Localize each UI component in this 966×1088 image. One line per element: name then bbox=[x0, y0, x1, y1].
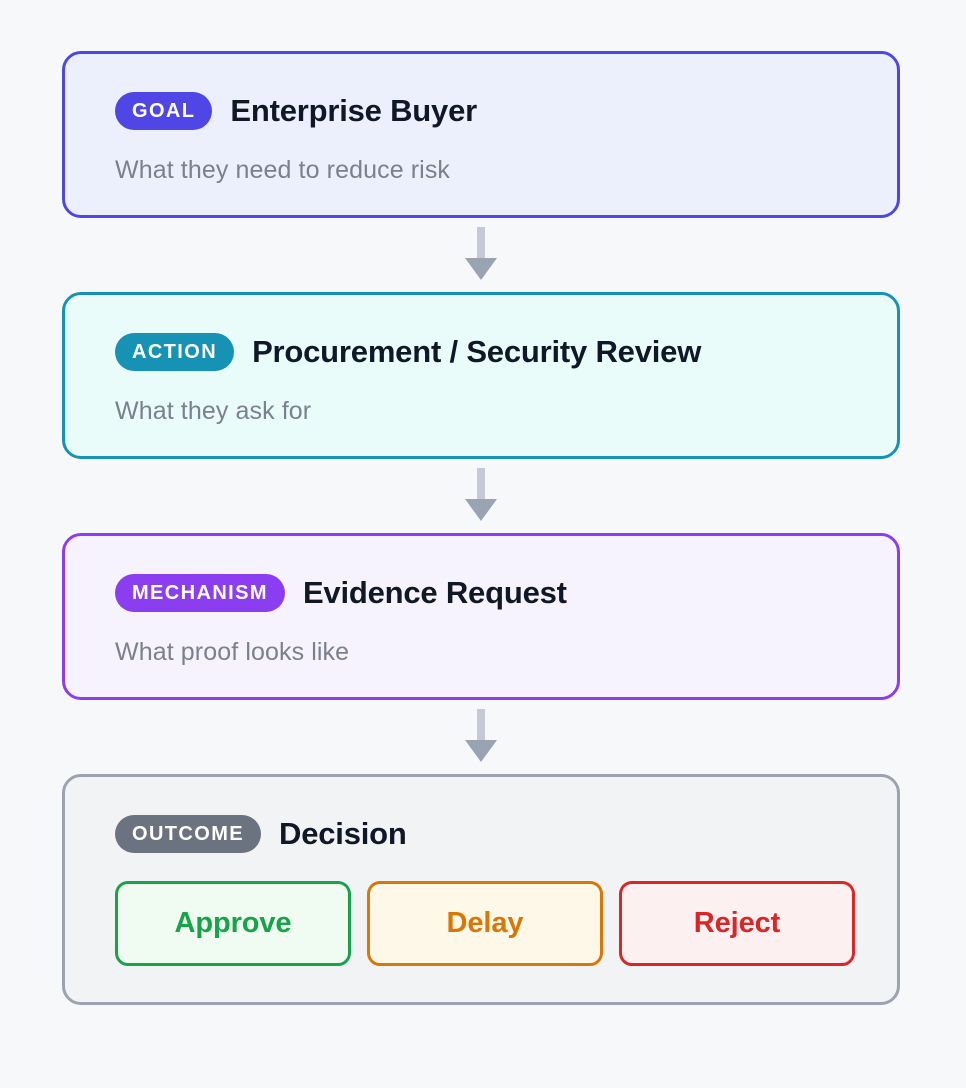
badge-mechanism: MECHANISM bbox=[115, 574, 285, 612]
flow-step-title-outcome: Decision bbox=[279, 816, 407, 851]
decision-button-approve[interactable]: Approve bbox=[115, 881, 351, 966]
flow-step-title-mechanism: Evidence Request bbox=[302, 575, 567, 610]
down-arrow-icon bbox=[465, 468, 497, 521]
flow-step-outcome: OUTCOME Decision Approve Delay Reject bbox=[62, 774, 900, 1005]
badge-goal: GOAL bbox=[115, 92, 213, 130]
badge-outcome: OUTCOME bbox=[115, 815, 262, 853]
flow-step-action: ACTION Procurement / Security Review Wha… bbox=[62, 292, 900, 459]
decision-button-reject[interactable]: Reject bbox=[619, 881, 855, 966]
down-arrow-icon bbox=[465, 709, 497, 762]
flow-step-goal: GOAL Enterprise Buyer What they need to … bbox=[62, 51, 900, 218]
decision-button-delay[interactable]: Delay bbox=[367, 881, 603, 966]
flow-step-title-action: Procurement / Security Review bbox=[252, 334, 702, 369]
flow-step-subtitle-action: What they ask for bbox=[115, 397, 312, 425]
connector-arrow-1 bbox=[62, 218, 900, 292]
decision-choice-row: Approve Delay Reject bbox=[115, 881, 863, 966]
flow-step-header: OUTCOME Decision bbox=[115, 813, 863, 855]
badge-action: ACTION bbox=[115, 333, 235, 371]
flow-step-subtitle-mechanism: What proof looks like bbox=[115, 638, 350, 666]
down-arrow-icon bbox=[465, 227, 497, 280]
flow-step-mechanism: MECHANISM Evidence Request What proof lo… bbox=[62, 533, 900, 700]
connector-arrow-3 bbox=[62, 700, 900, 774]
flow-step-subtitle-goal: What they need to reduce risk bbox=[115, 156, 451, 184]
flow-step-header: ACTION Procurement / Security Review bbox=[115, 331, 863, 373]
flow-step-header: GOAL Enterprise Buyer bbox=[115, 90, 863, 132]
connector-arrow-2 bbox=[62, 459, 900, 533]
flow-step-header: MECHANISM Evidence Request bbox=[115, 572, 863, 614]
flow-step-title-goal: Enterprise Buyer bbox=[230, 93, 477, 128]
